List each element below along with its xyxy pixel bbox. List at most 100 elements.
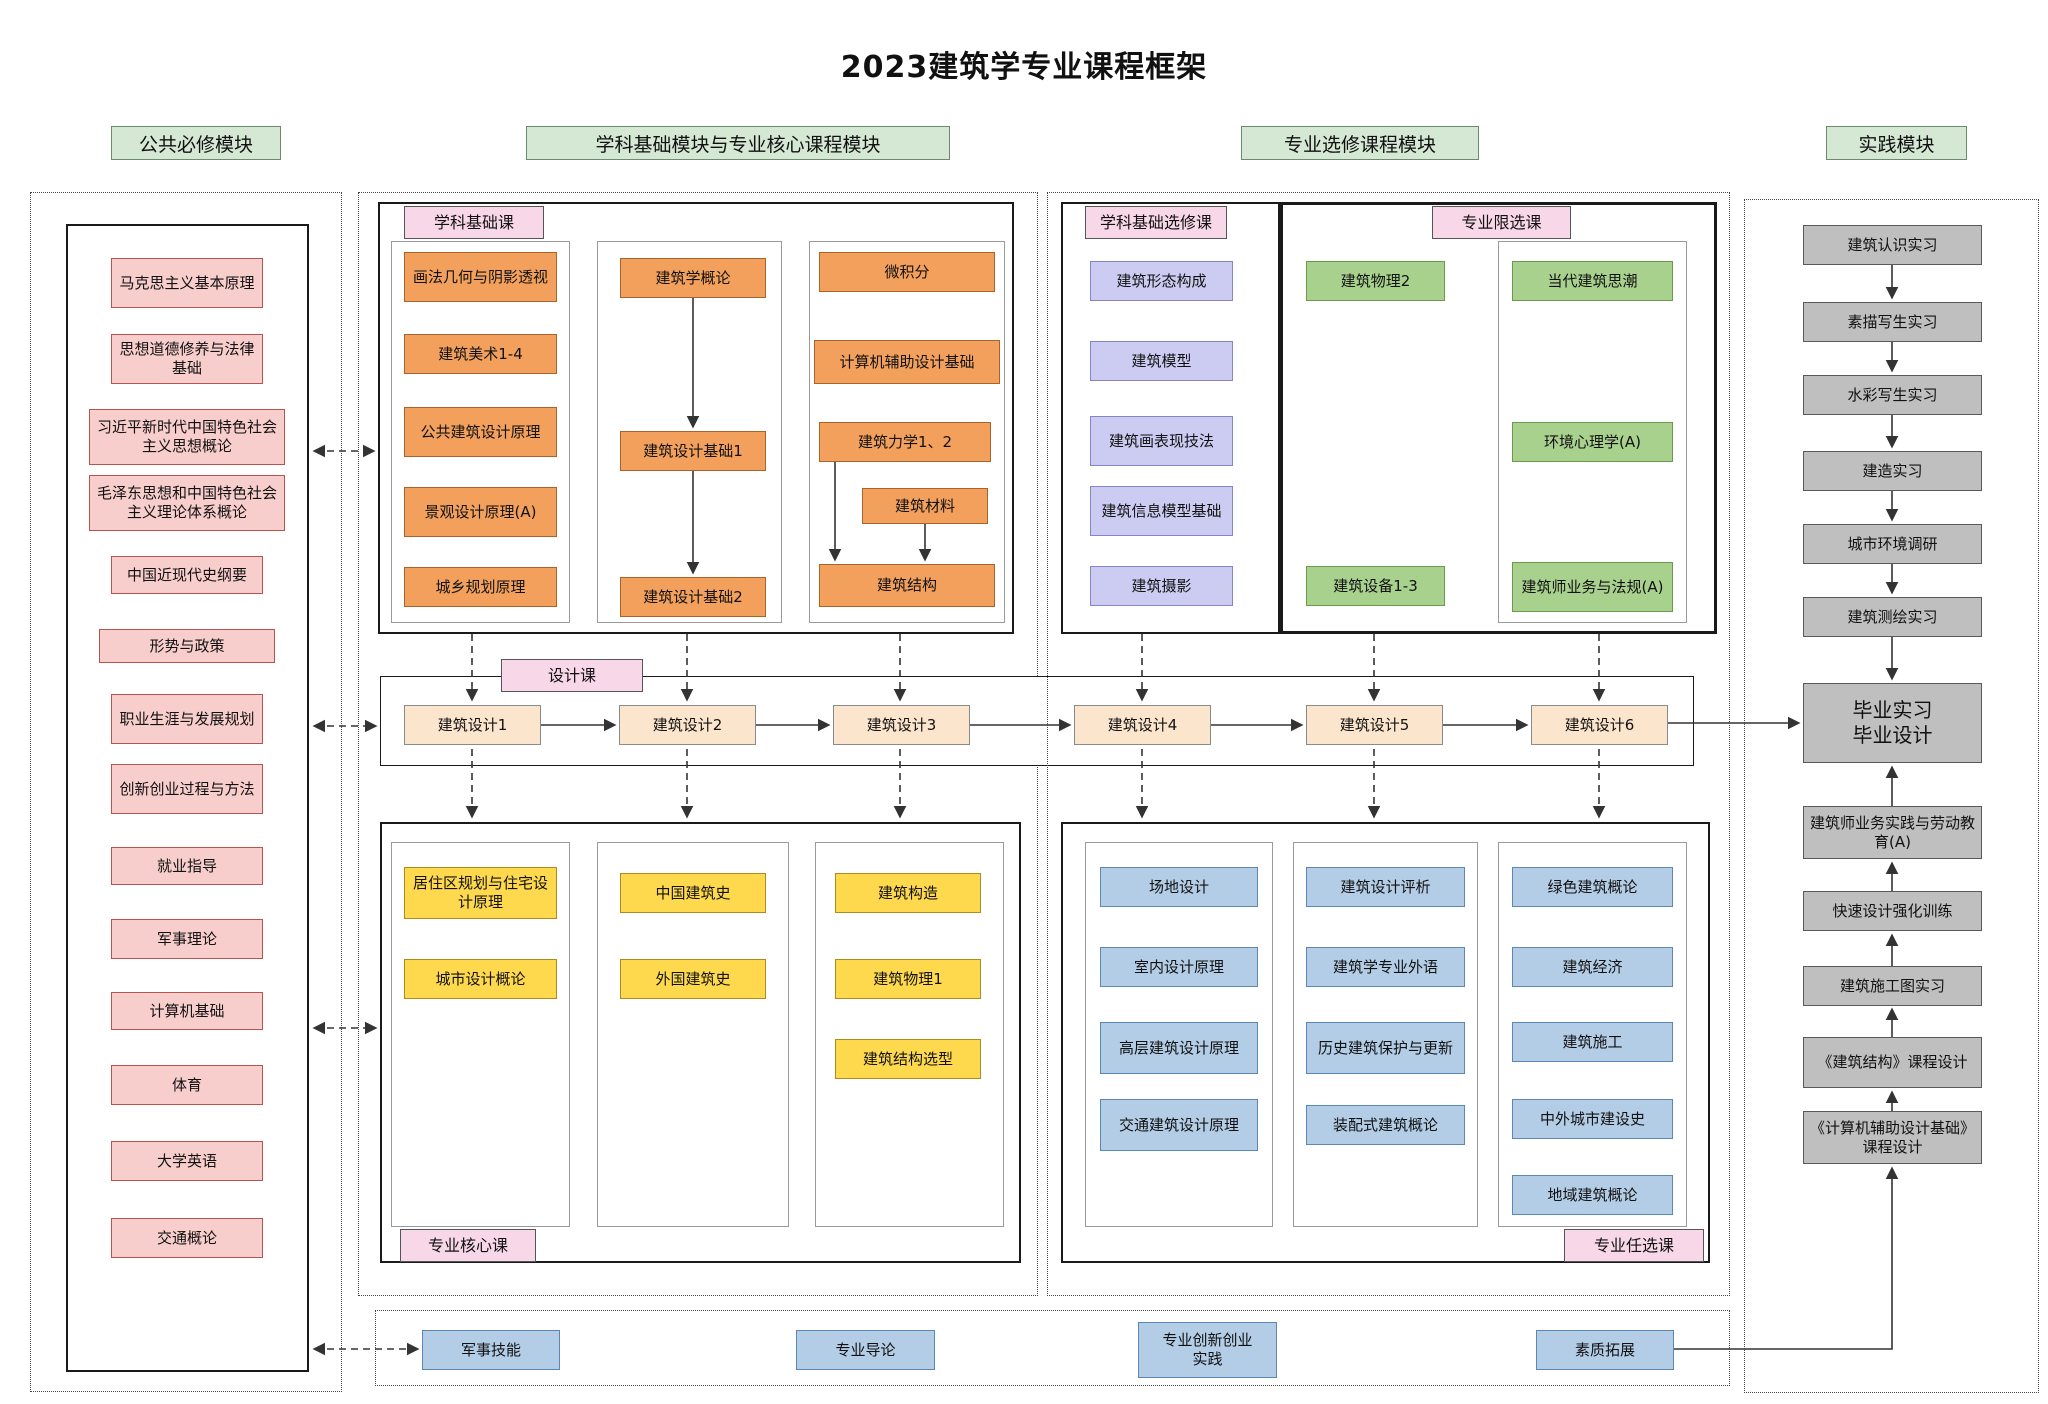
public-course: 军事理论: [111, 919, 263, 959]
foundation-course: 微积分: [819, 252, 995, 292]
foundation-course: 建筑力学1、2: [819, 422, 991, 462]
foundation-elective-course: 建筑信息模型基础: [1090, 486, 1233, 536]
core-course: 建筑结构选型: [835, 1039, 981, 1079]
foundation-elective-course: 建筑画表现技法: [1090, 416, 1233, 466]
foundation-course: 建筑结构: [819, 564, 995, 607]
foundation-course: 公共建筑设计原理: [404, 407, 557, 457]
section-label-core: 专业核心课: [400, 1229, 536, 1262]
limited-elective-course: 当代建筑思潮: [1512, 261, 1673, 301]
core-group2-frame: [597, 842, 789, 1227]
foundation-course: 景观设计原理(A): [404, 487, 557, 537]
foundation-courses-frame: [378, 202, 1014, 634]
optional-elective-course: 建筑设计评析: [1306, 867, 1465, 907]
public-course: 职业生涯与发展规划: [111, 694, 263, 744]
optional-elective-course: 建筑学专业外语: [1306, 947, 1465, 987]
optional-elective-course: 建筑经济: [1512, 947, 1673, 987]
foundation-elective-course: 建筑模型: [1090, 341, 1233, 381]
public-course: 计算机基础: [111, 992, 263, 1030]
practice-module-frame: [1744, 199, 2039, 1393]
section-label-foundation: 学科基础课: [404, 206, 544, 239]
core-group3-frame: [815, 842, 1004, 1227]
section-label-optional-elective: 专业任选课: [1564, 1229, 1704, 1262]
section-label-limited-elective: 专业限选课: [1432, 206, 1571, 239]
foundation-course: 建筑美术1-4: [404, 334, 557, 374]
practice-capstone: 毕业实习 毕业设计: [1803, 683, 1982, 763]
foundation-elective-frame: [1061, 202, 1280, 634]
foundation-group3-frame: [809, 241, 1005, 623]
foundation-elective-course: 建筑摄影: [1090, 566, 1233, 606]
public-module-inner-frame: [66, 224, 309, 1372]
limited-elective-frame: [1280, 202, 1717, 634]
practice-item: 《计算机辅助设计基础》课程设计: [1803, 1111, 1982, 1164]
optional-elective-course: 历史建筑保护与更新: [1306, 1022, 1465, 1074]
optional-elective-course: 交通建筑设计原理: [1100, 1099, 1258, 1151]
public-course: 就业指导: [111, 847, 263, 885]
practice-item: 快速设计强化训练: [1803, 891, 1982, 931]
core-course: 城市设计概论: [404, 959, 557, 999]
practice-item: 建筑认识实习: [1803, 225, 1982, 265]
public-course: 形势与政策: [99, 629, 275, 663]
optional-elective-course: 高层建筑设计原理: [1100, 1022, 1258, 1074]
optional-elective-course: 装配式建筑概论: [1306, 1105, 1465, 1145]
foundation-course: 建筑材料: [862, 488, 988, 524]
public-module-frame: [30, 192, 342, 1392]
design-course: 建筑设计1: [404, 705, 541, 745]
design-course: 建筑设计3: [833, 705, 970, 745]
optional-group2-frame: [1293, 842, 1478, 1227]
module-header-elective: 专业选修课程模块: [1241, 126, 1479, 160]
design-course: 建筑设计5: [1306, 705, 1443, 745]
foundation-course: 计算机辅助设计基础: [814, 340, 1000, 384]
optional-elective-course: 中外城市建设史: [1512, 1099, 1673, 1139]
bottom-course: 专业导论: [796, 1330, 935, 1370]
optional-group3-frame: [1498, 842, 1687, 1227]
practice-item: 城市环境调研: [1803, 524, 1982, 564]
bottom-course: 素质拓展: [1536, 1330, 1674, 1370]
limited-elective-course: 建筑师业务与法规(A): [1512, 562, 1673, 612]
optional-elective-course: 绿色建筑概论: [1512, 867, 1673, 907]
limited-elective-course: 建筑物理2: [1306, 261, 1445, 301]
public-course: 马克思主义基本原理: [111, 258, 263, 308]
foundation-course: 建筑设计基础2: [620, 577, 766, 617]
section-label-foundation-elective: 学科基础选修课: [1085, 206, 1227, 239]
bottom-course: 专业创新创业 实践: [1138, 1322, 1277, 1378]
core-course: 居住区规划与住宅设计原理: [404, 867, 557, 919]
foundation-elective-course: 建筑形态构成: [1090, 261, 1233, 301]
foundation-course: 画法几何与阴影透视: [404, 252, 557, 302]
limited-elective-course: 建筑设备1-3: [1306, 566, 1445, 606]
optional-elective-frame: [1061, 822, 1710, 1263]
foundation-group1-frame: [391, 241, 570, 623]
core-course: 建筑物理1: [835, 959, 981, 999]
optional-elective-course: 建筑施工: [1512, 1022, 1673, 1062]
public-course: 毛泽东思想和中国特色社会主义理论体系概论: [89, 475, 285, 531]
design-course: 建筑设计2: [619, 705, 756, 745]
practice-item: 建造实习: [1803, 451, 1982, 491]
elective-module-frame: [1047, 192, 1730, 1296]
foundation-course: 城乡规划原理: [404, 567, 557, 607]
public-course: 习近平新时代中国特色社会主义思想概论: [89, 409, 285, 465]
section-label-design: 设计课: [501, 659, 643, 692]
design-course: 建筑设计4: [1074, 705, 1211, 745]
core-courses-frame: [380, 822, 1021, 1263]
module-header-practice: 实践模块: [1826, 126, 1967, 160]
core-course: 外国建筑史: [620, 959, 766, 999]
public-course: 交通概论: [111, 1218, 263, 1258]
public-course: 大学英语: [111, 1141, 263, 1181]
optional-elective-course: 室内设计原理: [1100, 947, 1258, 987]
page-title: 2023建筑学专业课程框架: [840, 50, 1208, 85]
core-course: 建筑构造: [835, 873, 981, 913]
public-course: 中国近现代史纲要: [111, 556, 263, 594]
practice-item: 建筑测绘实习: [1803, 597, 1982, 637]
bottom-row-frame: [375, 1310, 1730, 1386]
practice-item: 素描写生实习: [1803, 302, 1982, 342]
limited-elective-group2-frame: [1498, 241, 1687, 623]
optional-elective-course: 场地设计: [1100, 867, 1258, 907]
limited-elective-course: 环境心理学(A): [1512, 422, 1673, 462]
public-course: 思想道德修养与法律基础: [111, 334, 263, 384]
practice-item: 水彩写生实习: [1803, 375, 1982, 415]
module-header-public: 公共必修模块: [111, 126, 281, 160]
bottom-course: 军事技能: [422, 1330, 560, 1370]
foundation-course: 建筑学概论: [620, 258, 766, 298]
practice-item: 建筑施工图实习: [1803, 966, 1982, 1006]
practice-item: 《建筑结构》课程设计: [1803, 1037, 1982, 1088]
